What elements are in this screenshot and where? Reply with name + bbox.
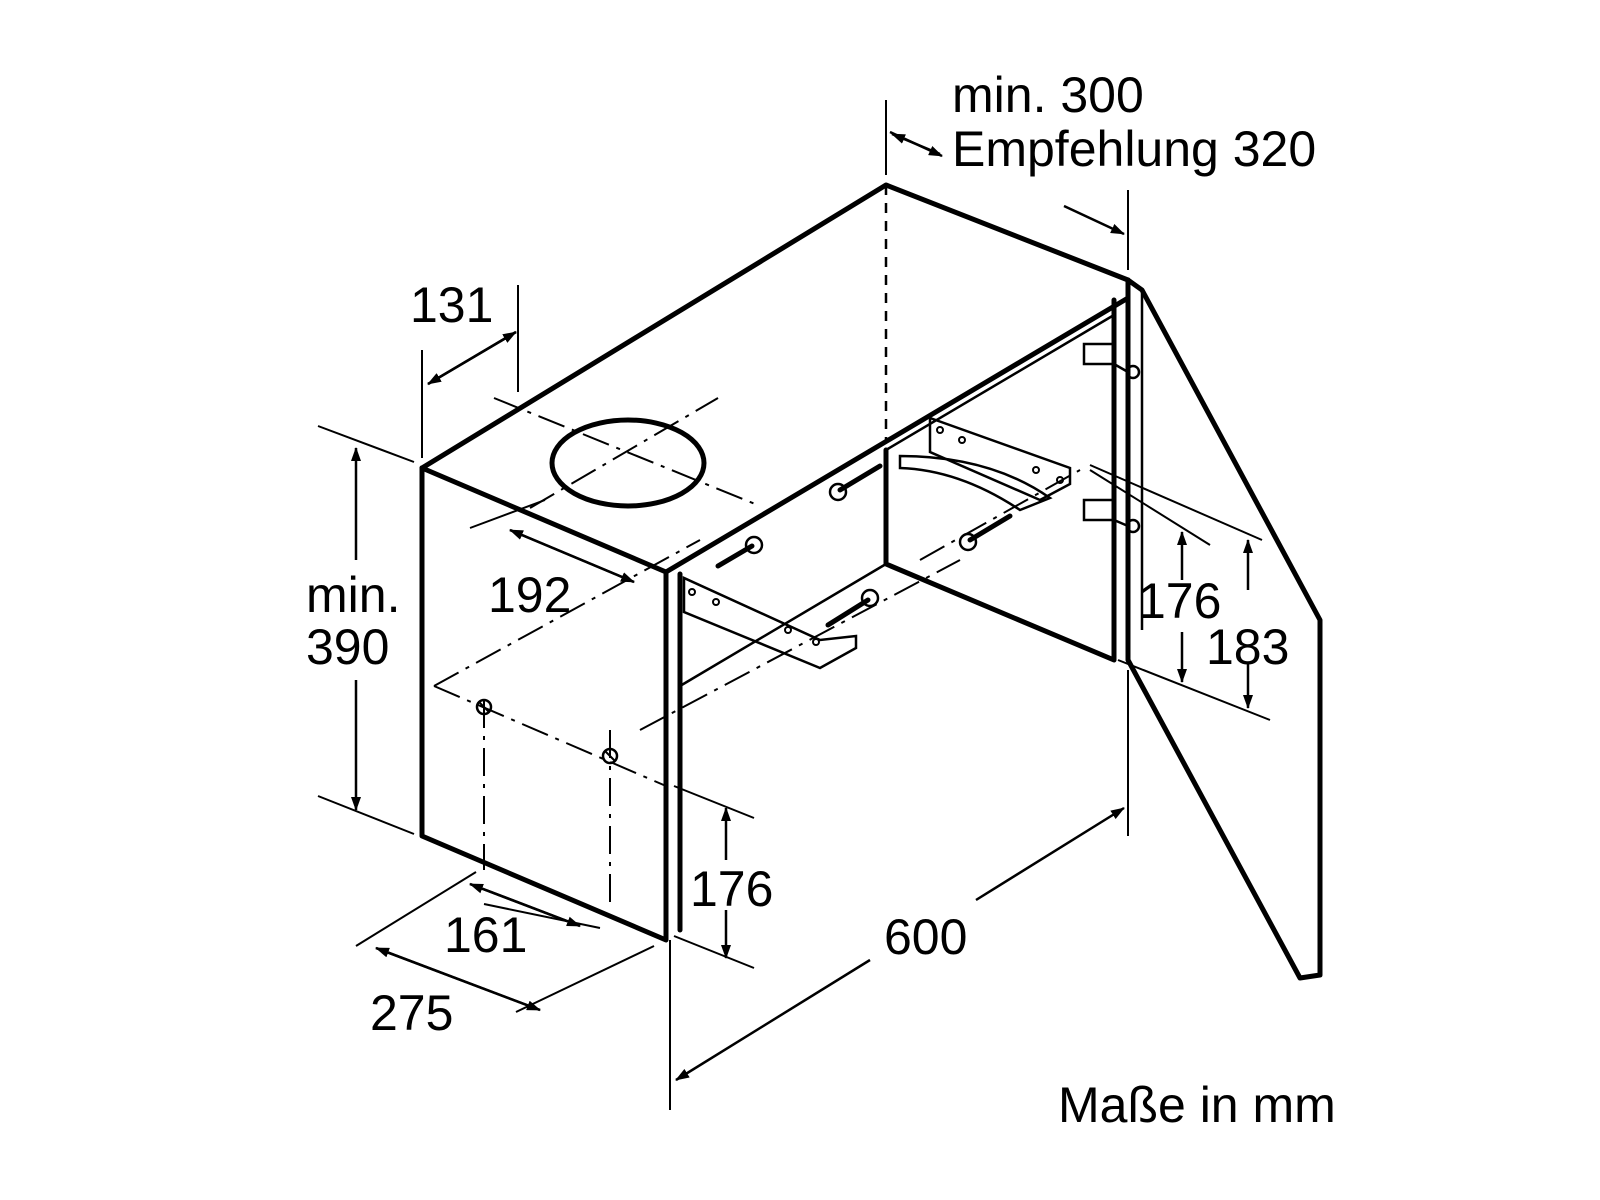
units-note: Maße in mm xyxy=(1058,1077,1336,1133)
label-275: 275 xyxy=(370,985,453,1041)
hinge-icon xyxy=(1082,498,1141,534)
hinge-icon xyxy=(1082,342,1141,380)
dowel-icon xyxy=(958,513,1013,552)
label-min-300: min. 300 xyxy=(952,67,1144,123)
label-183: 183 xyxy=(1206,619,1289,675)
label-height-390: 390 xyxy=(306,619,389,675)
label-131: 131 xyxy=(410,277,493,333)
label-192: 192 xyxy=(488,567,571,623)
label-176-bottom: 176 xyxy=(690,861,773,917)
label-176-right: 176 xyxy=(1138,573,1221,629)
hidden-edges xyxy=(433,185,1081,910)
mounting-bracket-icon xyxy=(682,576,858,670)
exhaust-opening xyxy=(549,417,707,509)
cabinet-outline xyxy=(419,182,1323,981)
dowel-icon xyxy=(715,535,764,569)
label-161: 161 xyxy=(444,907,527,963)
label-height-min: min. xyxy=(306,567,400,623)
screw-icon xyxy=(601,747,619,765)
label-recommend-320: Empfehlung 320 xyxy=(952,121,1316,177)
dowel-icon xyxy=(825,588,880,628)
label-600: 600 xyxy=(884,909,967,965)
mounting-bracket-icon xyxy=(898,416,1072,512)
screw-icon xyxy=(475,698,493,716)
dowel-icon xyxy=(828,463,883,502)
dimension-lines xyxy=(317,100,1271,1110)
